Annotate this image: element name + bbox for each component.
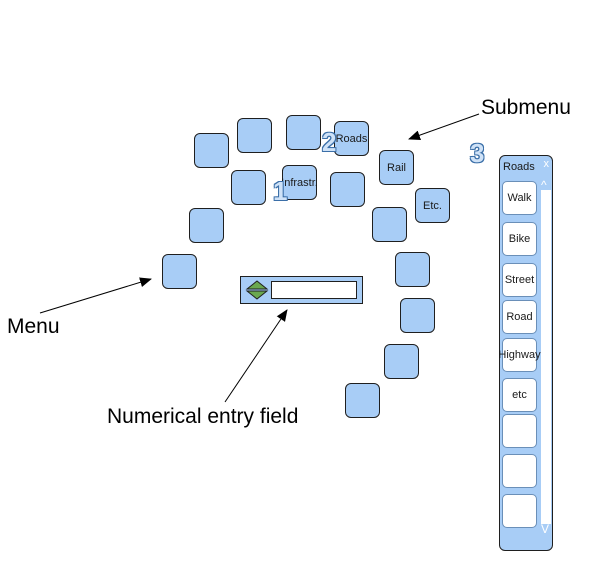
submenu-panel: Roads x ^ V Walk Bike Street Road Highwa… [498,155,553,551]
submenu-item-label: etc [512,389,527,401]
menu-tile[interactable] [372,207,407,242]
numerical-entry-input[interactable] [271,281,357,299]
submenu-item-label: Street [504,274,535,286]
menu-tile-rail[interactable]: Rail [379,150,414,185]
menu-tile-infrastr-label: Infrastr. [281,176,318,189]
submenu-item-highway[interactable]: Highway [498,338,541,372]
menu-tile[interactable] [384,344,419,379]
numerical-entry-field[interactable] [240,276,363,304]
menu-tile-roads-label: Roads [335,132,368,145]
menu-tile[interactable] [400,298,435,333]
menu-tile[interactable] [162,254,197,289]
step-number-2: 2 [322,127,337,157]
submenu-item-road[interactable]: Road [502,300,537,334]
menu-tile[interactable] [345,383,380,418]
menu-tile-etc-label: Etc. [423,199,442,212]
step-number-3: 3 [470,138,485,168]
submenu-title: Roads [503,161,535,173]
submenu-item-empty[interactable] [502,494,537,528]
submenu-arrow [408,113,480,141]
menu-tile-etc[interactable]: Etc. [415,188,450,223]
submenu-item-label: Road [506,311,533,323]
submenu-item-walk[interactable]: Walk [502,181,537,215]
entry-field-label: Numerical entry field [107,405,299,428]
menu-tile[interactable] [189,208,224,243]
menu-tile[interactable] [231,170,266,205]
close-icon[interactable]: x [543,158,550,170]
submenu-item-street[interactable]: Street [502,263,537,297]
menu-tile[interactable] [286,115,321,150]
submenu-item-label: Bike [508,233,531,245]
submenu-item-bike[interactable]: Bike [502,222,537,256]
menu-tile[interactable] [194,133,229,168]
menu-tile[interactable] [395,252,430,287]
menu-tile[interactable] [237,118,272,153]
submenu-item-label: Highway [498,349,541,361]
menu-label: Menu [7,315,60,338]
submenu-item-empty[interactable] [502,414,537,448]
menu-arrow [39,277,152,314]
entry-field-arrow [224,309,288,403]
menu-tile-infrastr[interactable]: Infrastr. [281,165,318,200]
spinner-icon[interactable] [245,280,269,300]
menu-tile-roads[interactable]: Roads [334,121,369,156]
submenu-item-empty[interactable] [502,454,537,488]
menu-tile-rail-label: Rail [387,161,406,174]
submenu-item-label: Walk [507,192,532,204]
menu-tile[interactable] [330,172,365,207]
submenu-label: Submenu [481,96,571,119]
submenu-item-etc[interactable]: etc [502,378,537,412]
scroll-down-icon[interactable]: V [541,522,550,536]
scroll-up-icon[interactable]: ^ [541,178,547,192]
scrollbar-track[interactable] [541,190,551,524]
step-number-1: 1 [273,176,288,206]
